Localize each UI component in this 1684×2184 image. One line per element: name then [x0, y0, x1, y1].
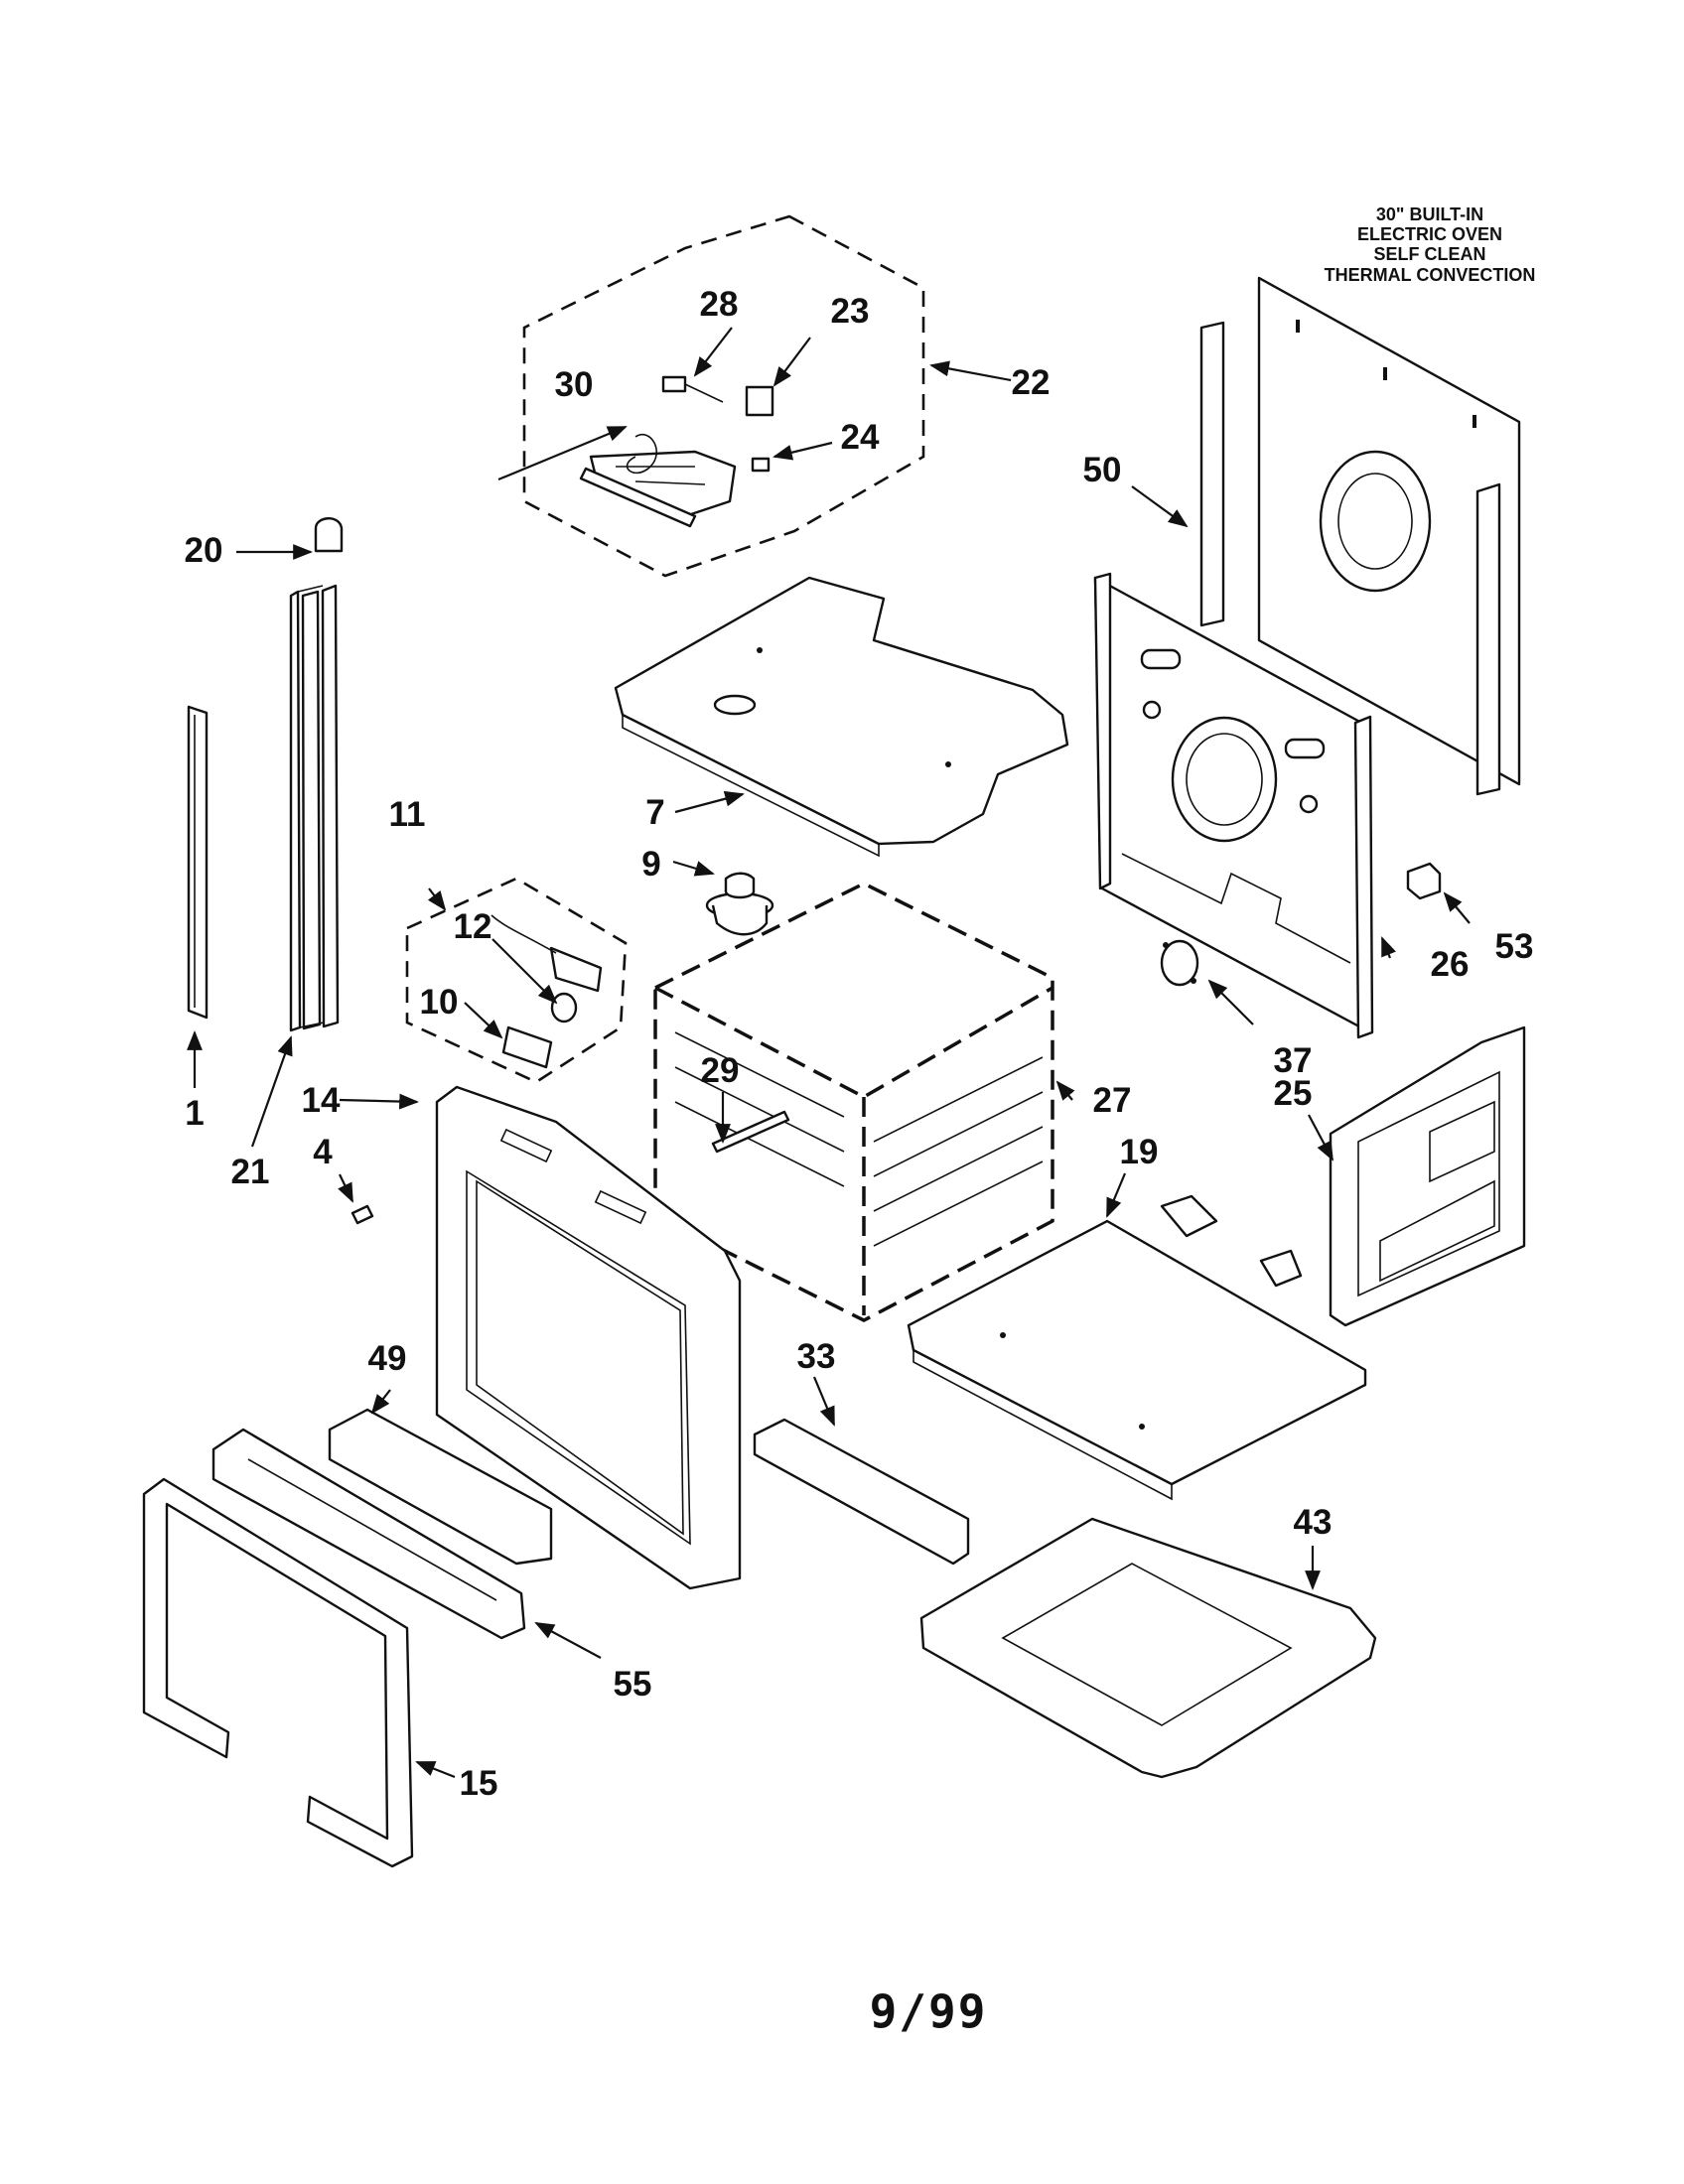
part-50-back-panel: [1199, 276, 1521, 796]
callout-11: 11: [389, 795, 426, 834]
part-53-bracket: [1406, 862, 1442, 900]
callout-20: 20: [185, 531, 223, 570]
part-7-top-panel: [614, 576, 1069, 858]
leader-lines: [187, 327, 1471, 1779]
callout-15: 15: [460, 1764, 498, 1803]
callout-33: 33: [797, 1337, 836, 1376]
callout-43: 43: [1294, 1503, 1333, 1542]
callout-49: 49: [368, 1339, 407, 1378]
callout-25: 25: [1274, 1074, 1313, 1113]
callout-37: 37: [1274, 1041, 1313, 1080]
part-11-light-group: [405, 877, 628, 1084]
callout-27: 27: [1093, 1081, 1132, 1120]
callout-7: 7: [645, 793, 664, 832]
part-49-trim-channel: [328, 1408, 553, 1566]
callout-9: 9: [641, 845, 660, 884]
part-55-vent-trim: [211, 1428, 526, 1640]
part-20-cap: [314, 517, 344, 553]
part-22-control-group: [522, 214, 925, 578]
callout-24: 24: [841, 418, 880, 457]
title-line-3: SELF CLEAN: [1373, 244, 1485, 264]
callout-1: 1: [185, 1094, 204, 1133]
callout-labels: 20 1 21 11 12 10 14 4 30 28 23 22 24 50 …: [185, 285, 1534, 1803]
callout-28: 28: [700, 285, 739, 324]
diagram-title: 30" BUILT-IN ELECTRIC OVEN SELF CLEAN TH…: [1325, 205, 1536, 285]
callout-21: 21: [231, 1153, 270, 1191]
callout-29: 29: [701, 1051, 740, 1090]
part-1-trim-strip: [187, 705, 209, 1020]
callout-23: 23: [831, 292, 870, 331]
part-26-rear-panel: [1093, 572, 1374, 1039]
part-4-screw: [351, 1204, 374, 1225]
part-21-side-channel: [289, 584, 340, 1032]
part-43-bottom-tray: [919, 1517, 1377, 1779]
part-9-fan-motor: [705, 872, 774, 936]
part-29-sensor: [711, 1110, 790, 1154]
part-33-trim-rail: [753, 1418, 970, 1566]
callout-12: 12: [454, 907, 492, 946]
part-14-front-frame: [435, 1085, 742, 1590]
part-37-element-bracket: [1160, 939, 1199, 987]
callout-26: 26: [1431, 945, 1470, 984]
page-code: 9/99: [870, 1984, 988, 2038]
callout-4: 4: [313, 1133, 333, 1171]
title-line-1: 30" BUILT-IN: [1376, 205, 1483, 224]
title-line-2: ELECTRIC OVEN: [1357, 224, 1502, 244]
part-15-door-gasket: [142, 1477, 414, 1868]
callout-55: 55: [614, 1665, 652, 1704]
callout-19: 19: [1120, 1133, 1159, 1171]
part-19-bottom-plate: [907, 1194, 1367, 1501]
callout-53: 53: [1495, 927, 1534, 966]
callout-14: 14: [302, 1081, 341, 1120]
part-25-side-panel: [1329, 1025, 1526, 1327]
callout-22: 22: [1012, 363, 1051, 402]
title-line-4: THERMAL CONVECTION: [1325, 265, 1536, 285]
callout-50: 50: [1083, 451, 1122, 489]
callout-10: 10: [420, 983, 459, 1022]
callout-30: 30: [555, 365, 594, 404]
